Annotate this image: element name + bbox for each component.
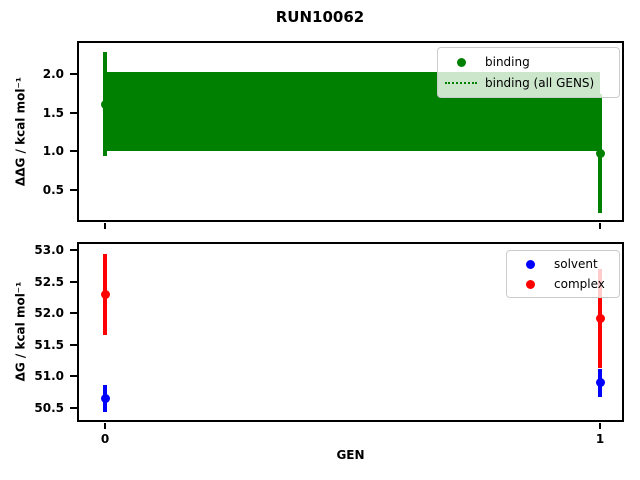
y-tick-mark: [70, 111, 77, 114]
x-tick-mark: [599, 423, 601, 429]
legend-marker-col: [513, 259, 547, 269]
ddg-y-axis-label: ΔΔG / kcal mol⁻¹: [13, 76, 28, 187]
figure-title: RUN10062: [275, 8, 365, 26]
legend-item-complex: complex: [513, 274, 613, 294]
legend-item-binding-all-gens: binding (all GENS): [444, 73, 613, 93]
y-tick-label: 53.0: [34, 242, 64, 257]
binding-marker: [595, 149, 605, 159]
complex-marker: [595, 313, 605, 323]
y-tick-label: 0.5: [42, 182, 64, 197]
y-tick-label: 51.5: [34, 337, 64, 352]
gen-x-axis-label: GEN: [336, 448, 365, 462]
solvent-marker: [100, 394, 110, 404]
y-tick-label: 52.0: [34, 306, 64, 321]
dg-plot-frame: [77, 242, 624, 422]
y-tick-mark: [70, 375, 77, 378]
legend-item-binding: binding: [444, 52, 613, 72]
y-tick-mark: [70, 73, 77, 75]
x-tick-mark: [104, 223, 106, 229]
x-tick-label: 1: [595, 432, 605, 446]
legend-item-solvent: solvent: [513, 254, 613, 274]
y-tick-label: 50.5: [34, 401, 64, 416]
legend-solvent-complex: solvent complex: [506, 250, 620, 298]
y-tick-label: 51.0: [34, 369, 64, 384]
y-tick-label: 52.5: [34, 274, 64, 289]
y-tick-mark: [70, 150, 77, 153]
binding-marker: [100, 99, 110, 109]
legend-binding: binding binding (all GENS): [437, 47, 620, 98]
dotted-line-icon: [445, 82, 477, 84]
y-tick-mark: [70, 188, 77, 191]
legend-label-solvent: solvent: [554, 257, 598, 271]
solvent-marker: [595, 378, 605, 388]
x-tick-mark: [104, 423, 106, 429]
x-tick-label: 0: [100, 432, 110, 446]
complex-marker: [100, 289, 110, 299]
x-tick-mark: [599, 223, 601, 229]
legend-marker-col: [444, 82, 478, 84]
legend-marker-col: [444, 57, 478, 67]
legend-label-binding: binding: [485, 55, 530, 69]
y-tick-label: 2.0: [42, 67, 64, 81]
y-tick-mark: [70, 343, 77, 346]
y-tick-label: 1.5: [42, 105, 64, 120]
solvent-dot-icon: [525, 259, 535, 269]
legend-label-binding-all-gens: binding (all GENS): [485, 76, 595, 90]
legend-label-complex: complex: [554, 277, 605, 291]
y-tick-mark: [70, 407, 77, 410]
y-tick-mark: [70, 312, 77, 315]
y-tick-label: 1.0: [42, 144, 64, 159]
binding-dot-icon: [456, 57, 466, 67]
ddg-plot-frame: [77, 41, 624, 222]
legend-marker-col: [513, 279, 547, 289]
y-tick-mark: [70, 248, 77, 251]
complex-dot-icon: [525, 279, 535, 289]
y-tick-mark: [70, 280, 77, 283]
